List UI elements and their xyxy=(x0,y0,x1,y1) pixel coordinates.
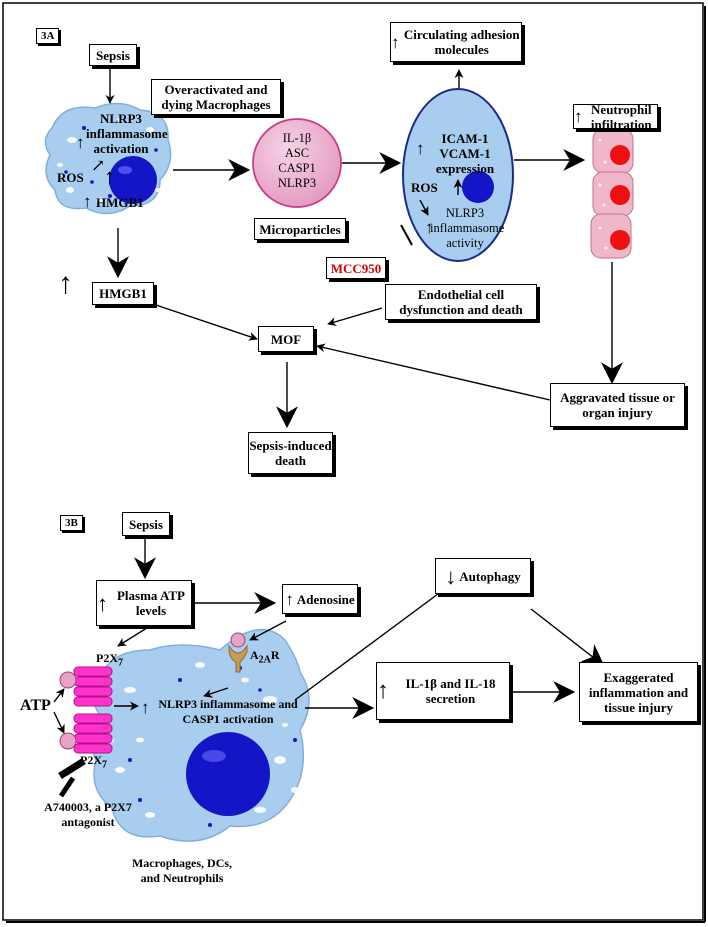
antagonist-text: A740003, a P2X7 antagonist xyxy=(44,800,132,829)
cell-nlrp3-text: NLRP3 inflammasome activation xyxy=(86,111,168,156)
p2x7-bottom-sub: 7 xyxy=(102,759,107,771)
panel-b-tag: 3B xyxy=(60,515,83,531)
atp-label: ATP xyxy=(20,697,51,714)
cell-types-label: Macrophages, DCs, and Neutrophils xyxy=(130,856,234,886)
aggravated-box: Aggravated tissue or organ injury xyxy=(550,383,685,427)
up-arrow-icon: ↑ xyxy=(285,589,294,609)
up-arrow-icon: ↑ xyxy=(425,218,434,237)
endothelial-label: Endothelial cell dysfunction and death xyxy=(399,287,523,317)
up-arrow-icon: ↑ xyxy=(83,192,92,211)
sepsis-box-a: Sepsis xyxy=(89,44,137,66)
endo-ros-label: ROS xyxy=(411,180,438,195)
macrophage-nucleus-b xyxy=(186,732,270,816)
mcc950-box: MCC950 xyxy=(326,257,386,279)
il-secretion-label: IL-1β and IL-18 secretion xyxy=(405,676,496,706)
up-arrow-icon: ↑ xyxy=(141,698,150,717)
down-arrow-icon: ↓ xyxy=(445,563,457,589)
a2ar-label: A2AR xyxy=(250,648,280,667)
nlrp3-activation-text: NLRP3 inflammasome and CASP1 activation xyxy=(158,697,298,726)
up-arrow-icon: ↑ xyxy=(377,677,389,704)
macrophage-caption-box: Overactivated and dying Macrophages xyxy=(151,79,281,115)
microparticle-contents: IL-1β ASC CASP1 NLRP3 xyxy=(260,131,334,191)
a2ar-suffix: R xyxy=(270,648,280,662)
endo-expression-label: ICAM-1 VCAM-1 expression xyxy=(420,131,510,176)
mof-label: MOF xyxy=(270,331,302,347)
up-arrow-icon: ↑ xyxy=(76,133,85,152)
cell-types-text: Macrophages, DCs, and Neutrophils xyxy=(131,856,233,885)
a2ar-receptor xyxy=(228,632,248,673)
neutrophil-group xyxy=(590,128,634,259)
adenosine-box: ↑ Adenosine xyxy=(282,584,358,614)
atp-molecule-bottom xyxy=(59,732,77,750)
death-box: Sepsis-induced death xyxy=(248,432,333,474)
neutrophil-label: Neutrophil infiltration xyxy=(590,101,652,132)
aggravated-label: Aggravated tissue or organ injury xyxy=(560,390,675,420)
death-label: Sepsis-induced death xyxy=(249,438,332,468)
sepsis-label-b: Sepsis xyxy=(129,516,163,532)
p2x7-top-text: P2X xyxy=(96,651,118,665)
p2x7-receptor-top xyxy=(73,666,113,707)
macrophage-caption: Overactivated and dying Macrophages xyxy=(161,82,271,112)
mp-asc: ASC xyxy=(284,146,310,160)
microparticles-box: Microparticles xyxy=(254,218,346,240)
hmgb1-label: HMGB1 xyxy=(99,286,147,301)
il-secretion-box: ↑ IL-1β and IL-18 secretion xyxy=(376,662,510,720)
p2x7-top-sub: 7 xyxy=(118,657,123,669)
up-arrow-icon: ↑ xyxy=(104,164,115,189)
endothelial-cell xyxy=(402,88,514,262)
cell-ros-label: ROS xyxy=(57,170,84,185)
endo-nlrp3-label: NLRP3 inflammasome activity xyxy=(430,206,504,251)
sepsis-label-a: Sepsis xyxy=(96,47,130,63)
a2ar-text: A xyxy=(250,648,259,662)
endothelial-box: Endothelial cell dysfunction and death xyxy=(385,284,537,320)
mp-casp1: CASP1 xyxy=(278,161,316,175)
up-arrow-icon: ↑ xyxy=(391,32,400,52)
inhibitor-bar-icon xyxy=(58,758,86,798)
up-arrow-icon: ↑ xyxy=(416,139,425,158)
hmgb1-box: HMGB1 xyxy=(92,282,154,305)
mp-il1b: IL-1β xyxy=(282,131,312,145)
plasma-box: ↑ Plasma ATP levels xyxy=(96,580,192,626)
autophagy-label: Autophagy xyxy=(459,568,521,584)
plasma-label: Plasma ATP levels xyxy=(116,588,185,618)
antagonist-label: A740003, a P2X7 antagonist xyxy=(28,800,148,830)
microparticle xyxy=(252,118,342,208)
adenosine-label: Adenosine xyxy=(296,591,355,607)
p2x7-bottom-text: P2X xyxy=(80,753,102,767)
up-arrow-icon: ↑ xyxy=(97,590,108,616)
mp-nlrp3: NLRP3 xyxy=(277,176,317,190)
exaggerated-label: Exaggerated inflammation and tissue inju… xyxy=(588,669,689,715)
cell-hmgb1-label: HMGB1 xyxy=(96,195,144,210)
cell-nlrp3-label: NLRP3 inflammasome activation xyxy=(86,111,168,156)
circulating-box: ↑ Circulating adhesion molecules xyxy=(390,22,522,62)
up-arrow-icon: ↗ xyxy=(91,156,106,175)
endo-expression-text: ICAM-1 VCAM-1 expression xyxy=(435,131,495,176)
endo-nlrp3-text: NLRP3 inflammasome activity xyxy=(430,206,505,250)
panel-a-tag: 3A xyxy=(36,28,60,44)
autophagy-box: ↓ Autophagy xyxy=(435,558,531,594)
mcc950-label: MCC950 xyxy=(330,260,382,276)
sepsis-box-b: Sepsis xyxy=(122,512,170,536)
p2x7-top-label: P2X7 xyxy=(96,651,123,670)
atp-molecule-top xyxy=(59,671,77,689)
a2ar-sub: 2A xyxy=(258,654,271,666)
p2x7-receptor-bottom xyxy=(73,713,113,754)
mof-box: MOF xyxy=(258,326,314,352)
exaggerated-box: Exaggerated inflammation and tissue inju… xyxy=(579,662,698,722)
up-arrow-icon: ↑ xyxy=(58,267,73,300)
endothelial-nucleus xyxy=(462,171,494,203)
up-arrow-icon: ↑ xyxy=(574,107,583,126)
circulating-label: Circulating adhesion molecules xyxy=(403,27,520,57)
microparticles-label: Microparticles xyxy=(259,221,341,237)
neutrophil-box: ↑ Neutrophil infiltration xyxy=(573,101,658,132)
nlrp3-activation-label: NLRP3 inflammasome and CASP1 activation xyxy=(152,697,304,727)
p2x7-bottom-label: P2X7 xyxy=(80,753,107,772)
